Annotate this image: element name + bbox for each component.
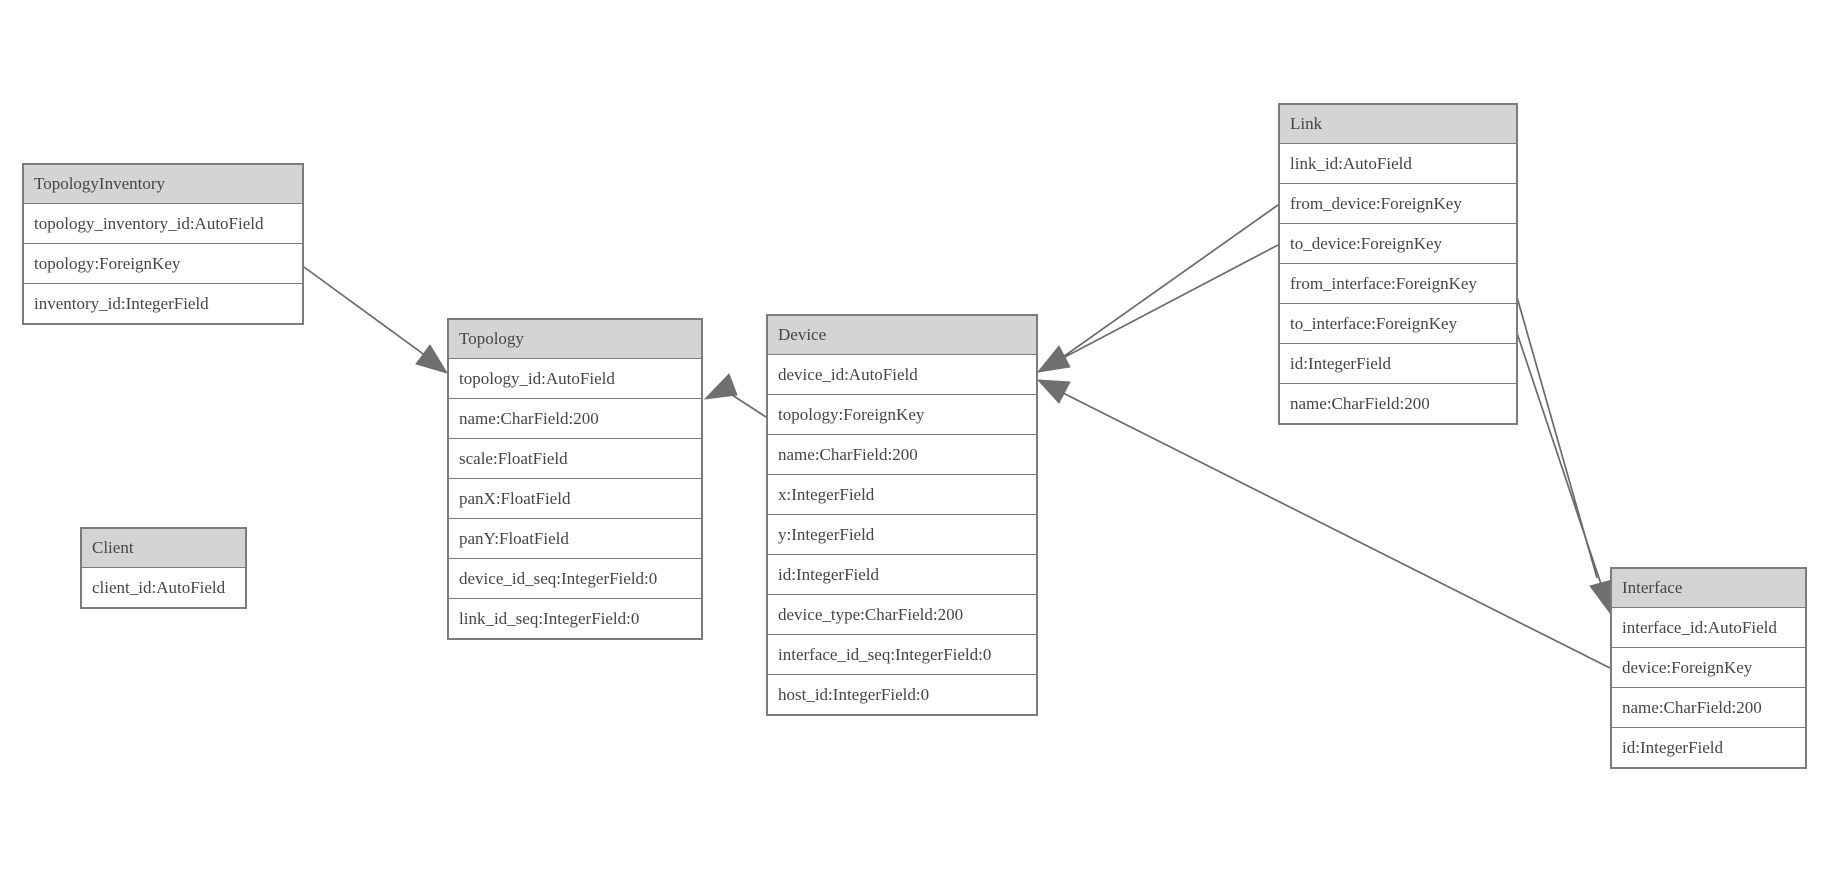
edge-link-frominterface-to-interface: [1514, 289, 1598, 579]
field-device-type: device_type:CharField:200: [768, 594, 1036, 634]
edge-link-todevice-to-device: [1036, 244, 1279, 373]
entity-topology-title: Topology: [449, 320, 701, 358]
field-x: x:IntegerField: [768, 474, 1036, 514]
field-topology-inventory-id: topology_inventory_id:AutoField: [24, 203, 302, 243]
entity-client-title: Client: [82, 529, 245, 567]
field-from-device: from_device:ForeignKey: [1280, 183, 1516, 223]
edge-link-tointerface-to-interface: [1514, 326, 1613, 615]
entity-interface: Interface interface_id:AutoField device:…: [1610, 567, 1807, 769]
entity-link-title: Link: [1280, 105, 1516, 143]
entity-link: Link link_id:AutoField from_device:Forei…: [1278, 103, 1518, 425]
field-pany: panY:FloatField: [449, 518, 701, 558]
field-id: id:IntegerField: [1612, 727, 1805, 767]
field-id: id:IntegerField: [768, 554, 1036, 594]
entity-device-title: Device: [768, 316, 1036, 354]
field-to-interface: to_interface:ForeignKey: [1280, 303, 1516, 343]
field-inventory-id: inventory_id:IntegerField: [24, 283, 302, 323]
field-link-id: link_id:AutoField: [1280, 143, 1516, 183]
field-device-fk: device:ForeignKey: [1612, 647, 1805, 687]
field-interface-id: interface_id:AutoField: [1612, 607, 1805, 647]
field-name: name:CharField:200: [1612, 687, 1805, 727]
field-link-id-seq: link_id_seq:IntegerField:0: [449, 598, 701, 638]
field-name: name:CharField:200: [449, 398, 701, 438]
field-y: y:IntegerField: [768, 514, 1036, 554]
field-device-id: device_id:AutoField: [768, 354, 1036, 394]
entity-interface-title: Interface: [1612, 569, 1805, 607]
field-panx: panX:FloatField: [449, 478, 701, 518]
entity-topology: Topology topology_id:AutoField name:Char…: [447, 318, 703, 640]
field-topology-fk: topology:ForeignKey: [24, 243, 302, 283]
edge-link-fromdevice-to-device: [1062, 204, 1279, 358]
entity-client: Client client_id:AutoField: [80, 527, 247, 609]
field-device-id-seq: device_id_seq:IntegerField:0: [449, 558, 701, 598]
entity-topology-inventory-title: TopologyInventory: [24, 165, 302, 203]
field-topology-id: topology_id:AutoField: [449, 358, 701, 398]
edge-topologyinventory-to-topology: [303, 266, 449, 374]
edge-device-to-topology: [703, 373, 767, 418]
field-id: id:IntegerField: [1280, 343, 1516, 383]
entity-device: Device device_id:AutoField topology:Fore…: [766, 314, 1038, 716]
field-topology-fk: topology:ForeignKey: [768, 394, 1036, 434]
field-name: name:CharField:200: [1280, 383, 1516, 423]
field-to-device: to_device:ForeignKey: [1280, 223, 1516, 263]
field-client-id: client_id:AutoField: [82, 567, 245, 607]
field-scale: scale:FloatField: [449, 438, 701, 478]
field-from-interface: from_interface:ForeignKey: [1280, 263, 1516, 303]
field-interface-id-seq: interface_id_seq:IntegerField:0: [768, 634, 1036, 674]
field-host-id: host_id:IntegerField:0: [768, 674, 1036, 714]
field-name: name:CharField:200: [768, 434, 1036, 474]
entity-topology-inventory: TopologyInventory topology_inventory_id:…: [22, 163, 304, 325]
